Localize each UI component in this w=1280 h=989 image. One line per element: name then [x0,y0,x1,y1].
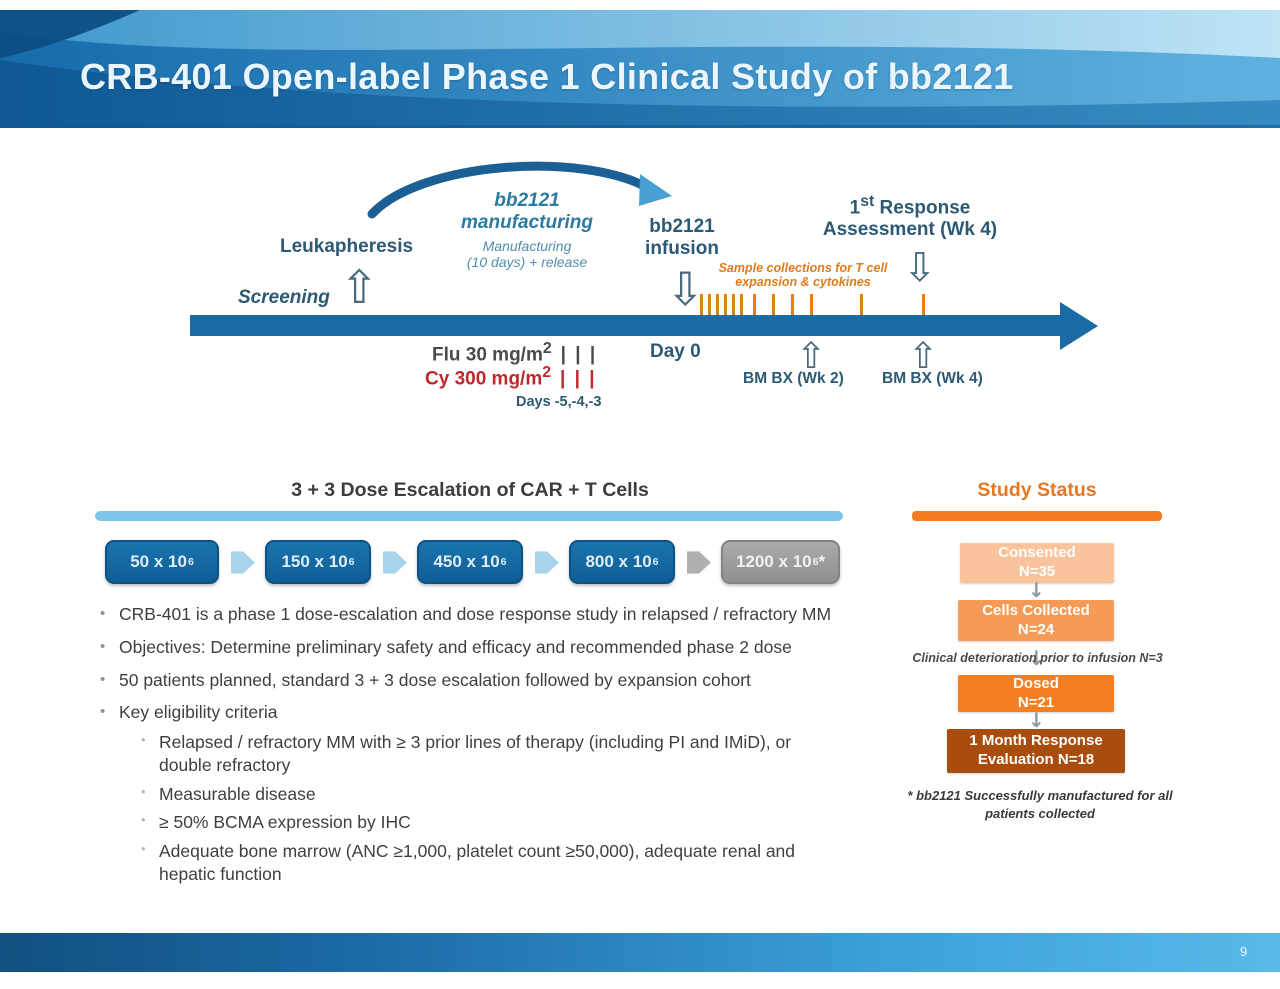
sample-tick-mark [732,294,735,315]
flu-tick-marks: | | | [560,344,598,366]
response-line2: Assessment (Wk 4) [822,219,998,241]
sub-bullet-item: Relapsed / refractory MM with ≥ 3 prior … [139,731,839,777]
header-wave-graphic [0,10,1280,128]
cy-label: Cy 300 mg/m2| | | [425,364,597,390]
infusion-down-arrow-icon: ⇩ [666,262,705,316]
deterioration-note: Clinical deterioration prior to infusion… [912,651,1163,665]
status-box-dosed: Dosed N=21 [958,675,1114,712]
leukapheresis-label: Leukapheresis [280,236,414,257]
timeline-arrow-head [1060,302,1098,350]
sample-tick-mark [708,294,711,315]
header-band [0,10,1280,128]
manufacturing-sub-line2: (10 days) + release [466,254,588,271]
status-box-consented: Consented N=35 [960,543,1114,583]
sample-tick-mark [791,294,794,315]
manufacturing-label-block: bb2121 manufacturing Manufacturing (10 d… [428,190,626,271]
dose-escalation-title: 3 + 3 Dose Escalation of CAR + T Cells [291,479,649,501]
bullet-item: CRB-401 is a phase 1 dose-escalation and… [98,603,853,626]
bottom-bar [0,933,1280,972]
study-status-title: Study Status [977,479,1097,501]
bullet-item: Objectives: Determine preliminary safety… [98,636,853,659]
sample-tick-mark [716,294,719,315]
manufacturing-title-line2: manufacturing [461,211,593,233]
timeline-arrow-bar [190,315,1062,336]
manufacturing-curve-arrow-icon [367,161,672,219]
leukapheresis-up-arrow-icon: ⇧ [340,260,379,314]
sample-tick-mark [772,294,775,315]
dose-accent-bar [95,511,843,521]
flu-label: Flu 30 mg/m2| | | [432,340,598,366]
bullet-item: 50 patients planned, standard 3 + 3 dose… [98,669,853,692]
response-label-block: 1st Response Assessment (Wk 4) [812,193,1008,241]
sample-tick-mark [724,294,727,315]
sample-collections-line1: Sample collections for T cell [718,261,888,275]
sub-bullet-item: Adequate bone marrow (ANC ≥1,000, platel… [139,840,839,886]
screening-label: Screening [238,287,330,308]
sample-tick-mark [922,294,925,315]
flow-down-arrow-icon: ↓ [1028,578,1045,602]
infusion-line1: bb2121 [649,216,715,237]
sample-tick-mark [753,294,756,315]
bmbx-wk2-up-arrow-icon: ⇧ [796,336,827,377]
bmbx-wk2-label: BM BX (Wk 2) [743,370,844,387]
cy-tick-marks: | | | [560,368,597,390]
sample-collections-note: Sample collections for T cell expansion … [700,261,906,290]
sub-bullet-item: ≥ 50% BCMA expression by IHC [139,811,839,834]
sample-tick-mark [740,294,743,315]
sample-tick-mark [860,294,863,315]
sample-tick-mark [810,294,813,315]
days-label: Days -5,-4,-3 [516,394,602,410]
status-box-response-evaluation: 1 Month Response Evaluation N=18 [947,729,1125,773]
infusion-label-block: bb2121 infusion [630,216,734,260]
status-footnote: * bb2121 Successfully manufactured for a… [907,788,1173,821]
flow-down-arrow-icon: ↓ [1028,708,1045,732]
day0-label: Day 0 [650,341,701,362]
bmbx-wk4-label: BM BX (Wk 4) [882,370,983,387]
sub-bullet-item: Measurable disease [139,783,839,806]
status-box-cells-collected: Cells Collected N=24 [958,600,1114,641]
flow-down-arrow-icon: ↓ [1028,646,1045,670]
sample-collections-line2: expansion & cytokines [735,275,871,290]
bullet-list: CRB-401 is a phase 1 dose-escalation and… [98,603,853,896]
response-line1: 1st Response [849,193,971,219]
infusion-line2: infusion [645,238,719,259]
slide-title: CRB-401 Open-label Phase 1 Clinical Stud… [80,56,1014,97]
status-accent-bar [912,511,1162,521]
bullet-item: Key eligibility criteria Relapsed / refr… [98,701,853,885]
bmbx-wk4-up-arrow-icon: ⇧ [908,336,939,377]
manufacturing-title-line1: bb2121 [494,190,560,211]
manufacturing-sub-line1: Manufacturing [482,237,572,254]
sample-tick-mark [700,294,703,315]
response-down-arrow-icon: ⇩ [903,245,937,291]
page-number: 9 [1240,944,1248,959]
